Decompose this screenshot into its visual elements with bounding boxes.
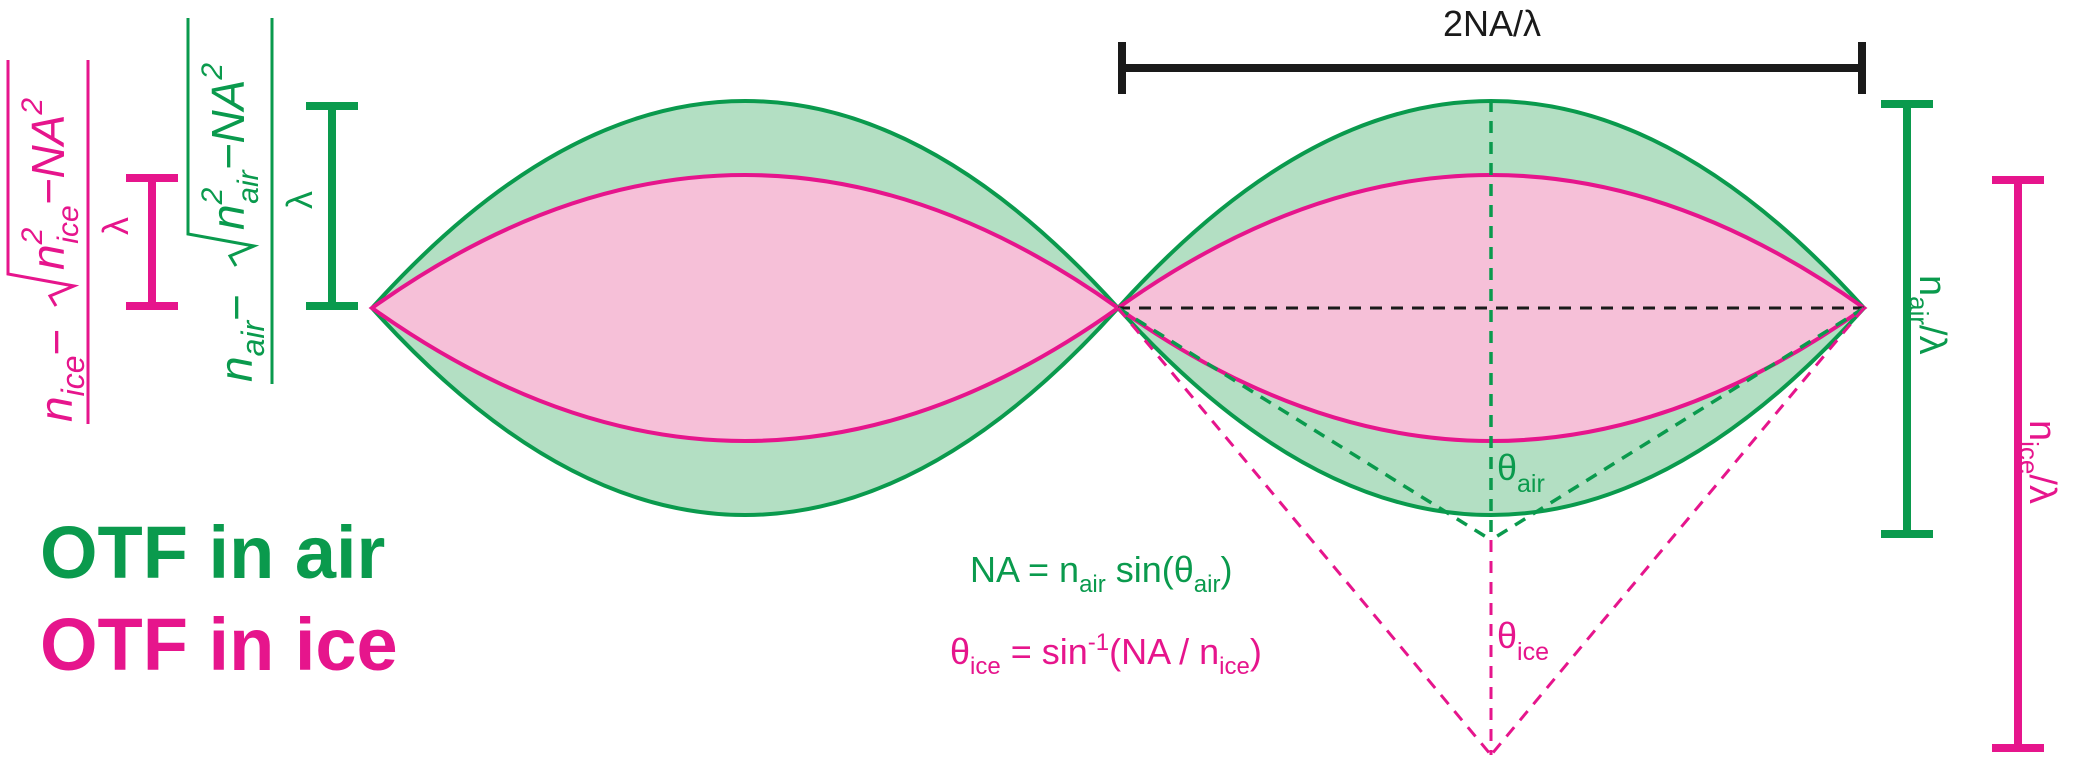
ice-cone-left: [1116, 307, 1493, 756]
left-ice-scale-bar: [126, 174, 178, 310]
air-sqrt-sign: [186, 18, 260, 267]
theta-ice-label: θice: [1497, 615, 1549, 666]
top-bar-label: 2NA/λ: [1443, 3, 1541, 44]
left-lens: [368, 99, 1122, 517]
theta-air-label: θair: [1497, 447, 1545, 498]
right-lens: [1114, 99, 1868, 517]
air-formula-numerator: nair−: [210, 294, 271, 382]
legend-air: OTF in air: [40, 511, 385, 594]
ice-formula-numerator: nice−: [30, 329, 91, 422]
left-air-scale-bar: [306, 102, 358, 310]
right-air-scale-bar: nair/λ: [1881, 100, 1953, 538]
air-formula-denominator: λ: [279, 191, 320, 209]
ice-formula-denominator: λ: [95, 217, 136, 235]
ice-bar-label: nice/λ: [2014, 420, 2063, 504]
air-bar-label: nair/λ: [1904, 275, 1953, 355]
air-cone-right: [1490, 306, 1865, 542]
na-equation: NA = nair sin(θair): [970, 549, 1232, 598]
construction-lines: [1116, 100, 1866, 756]
ice-sqrt-sign: [6, 60, 80, 307]
theta-ice-equation: θice = sin-1(NA / nice): [950, 629, 1262, 680]
ice-cone-right: [1489, 307, 1866, 756]
legend-ice: OTF in ice: [40, 603, 398, 686]
top-scale-bar: 2NA/λ: [1118, 3, 1866, 94]
right-ice-scale-bar: nice/λ: [1992, 176, 2063, 752]
air-cone-left: [1117, 306, 1492, 542]
